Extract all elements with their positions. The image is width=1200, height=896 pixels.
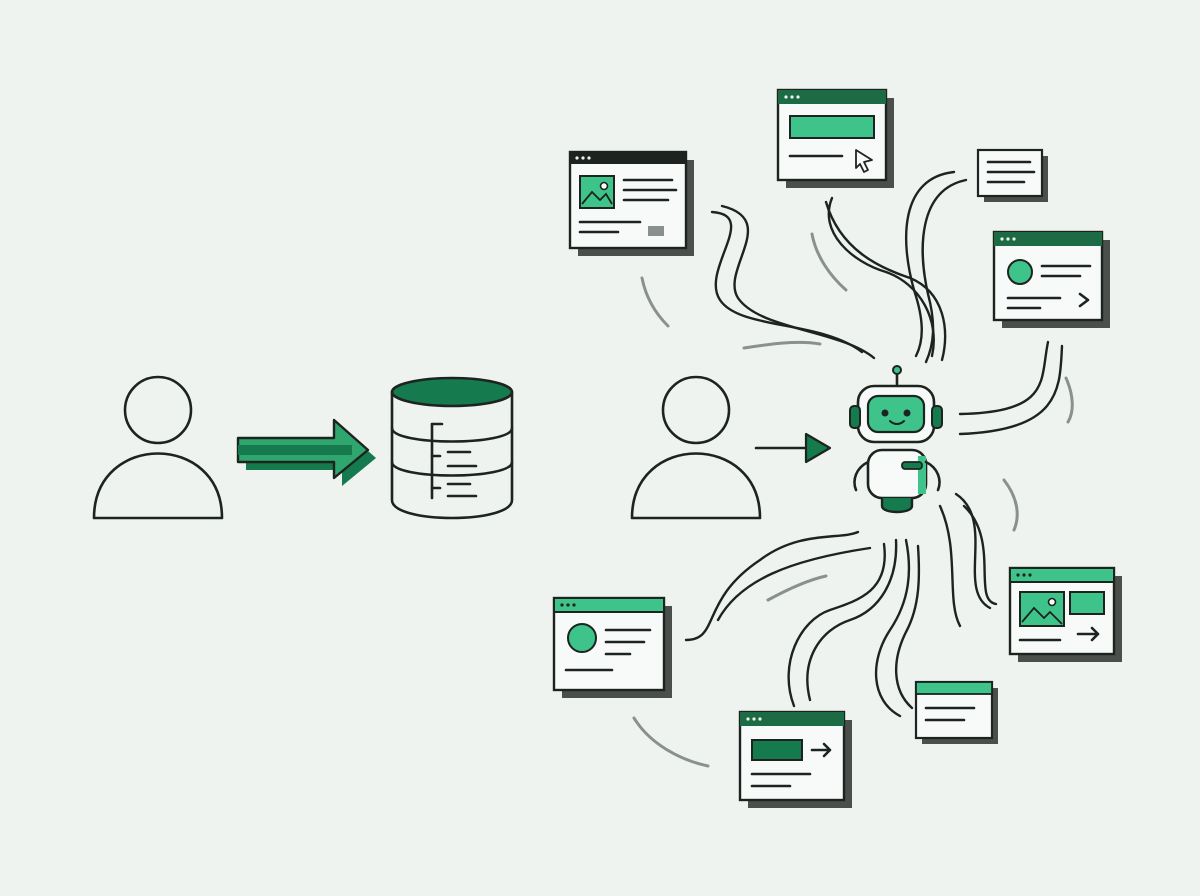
- right-user-icon: [630, 375, 762, 520]
- image-placeholder-icon: [579, 175, 615, 209]
- thick-arrow-right-icon: [236, 418, 376, 486]
- robot-agent-icon: [849, 365, 943, 514]
- chevron-right-icon: [1078, 292, 1090, 308]
- banner-cursor-window: [776, 88, 894, 188]
- img-text-window: [568, 150, 694, 256]
- agent-connection-tendrils: [684, 170, 1064, 718]
- small-note-card: [976, 148, 1048, 202]
- left-user-icon: [92, 375, 224, 520]
- avatar-arrow-window: [992, 230, 1110, 328]
- arrow-right-icon: [1076, 626, 1100, 642]
- avatar-text-window: [552, 596, 672, 698]
- database-cylinder-icon: [390, 376, 514, 520]
- img-arrow-window: [1008, 566, 1122, 662]
- motion-lines: [632, 232, 1074, 768]
- small-text-window: [914, 680, 998, 744]
- arrow-right-icon: [810, 742, 832, 758]
- image-placeholder-icon: [1019, 591, 1065, 627]
- cursor-pointer-icon: [855, 149, 873, 173]
- thin-arrow-right-icon: [754, 432, 832, 464]
- button-arrow-window: [738, 710, 852, 808]
